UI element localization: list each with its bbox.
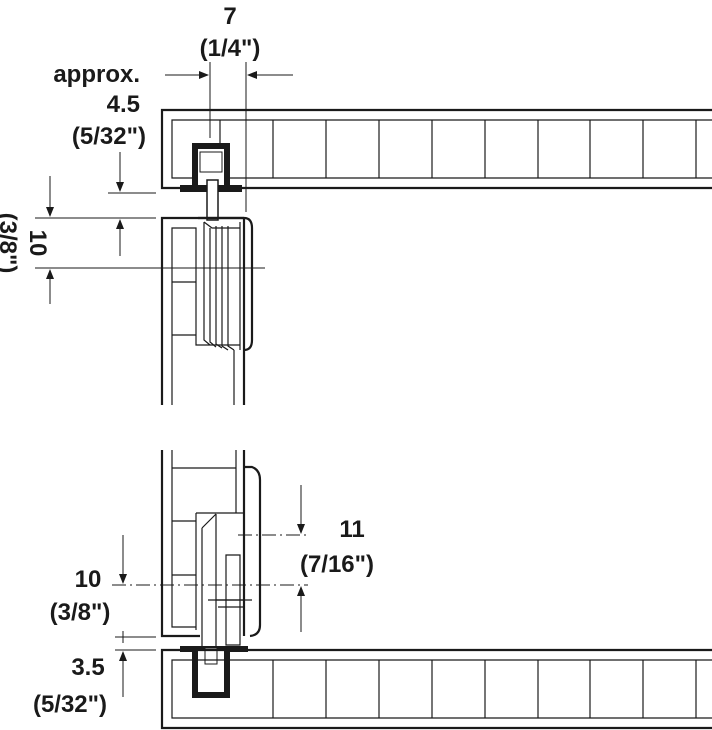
- dimension-value: 10: [75, 566, 102, 593]
- dimension-bottom-offset: 11 (7/16"): [238, 485, 374, 632]
- top-hinge-body: [198, 216, 254, 352]
- dimension-imperial: (1/4"): [200, 35, 261, 62]
- dimension-value: 10: [24, 230, 51, 257]
- dimension-value: 4.5: [107, 91, 140, 118]
- top-horizontal-panel: [160, 108, 712, 190]
- bottom-hinge-body: [180, 465, 262, 698]
- dimension-bottom-center: 10 (3/8"): [50, 535, 308, 626]
- dimension-prefix: approx.: [53, 61, 140, 88]
- dimension-bottom-gap: 3.5 (5/32"): [33, 631, 156, 718]
- dimension-imperial: (3/8"): [50, 599, 111, 626]
- dimension-imperial: (5/32"): [33, 691, 107, 718]
- dimension-top-width: 7 (1/4"): [165, 3, 293, 212]
- top-hinge-cup: [180, 143, 242, 221]
- dimension-top-offset: 10 (3/8"): [0, 176, 265, 304]
- dimension-value: 7: [223, 3, 236, 30]
- dimension-imperial: (3/8"): [0, 213, 21, 274]
- dimension-value: 3.5: [71, 654, 104, 681]
- bottom-vertical-panel: [160, 450, 246, 638]
- dimension-imperial: (5/32"): [72, 123, 146, 150]
- dimension-imperial: (7/16"): [300, 551, 374, 578]
- bottom-horizontal-panel: [160, 648, 712, 730]
- top-vertical-panel: [160, 216, 246, 405]
- dimension-value: 11: [339, 516, 364, 543]
- dimension-top-gap: approx. 4.5 (5/32"): [53, 61, 156, 256]
